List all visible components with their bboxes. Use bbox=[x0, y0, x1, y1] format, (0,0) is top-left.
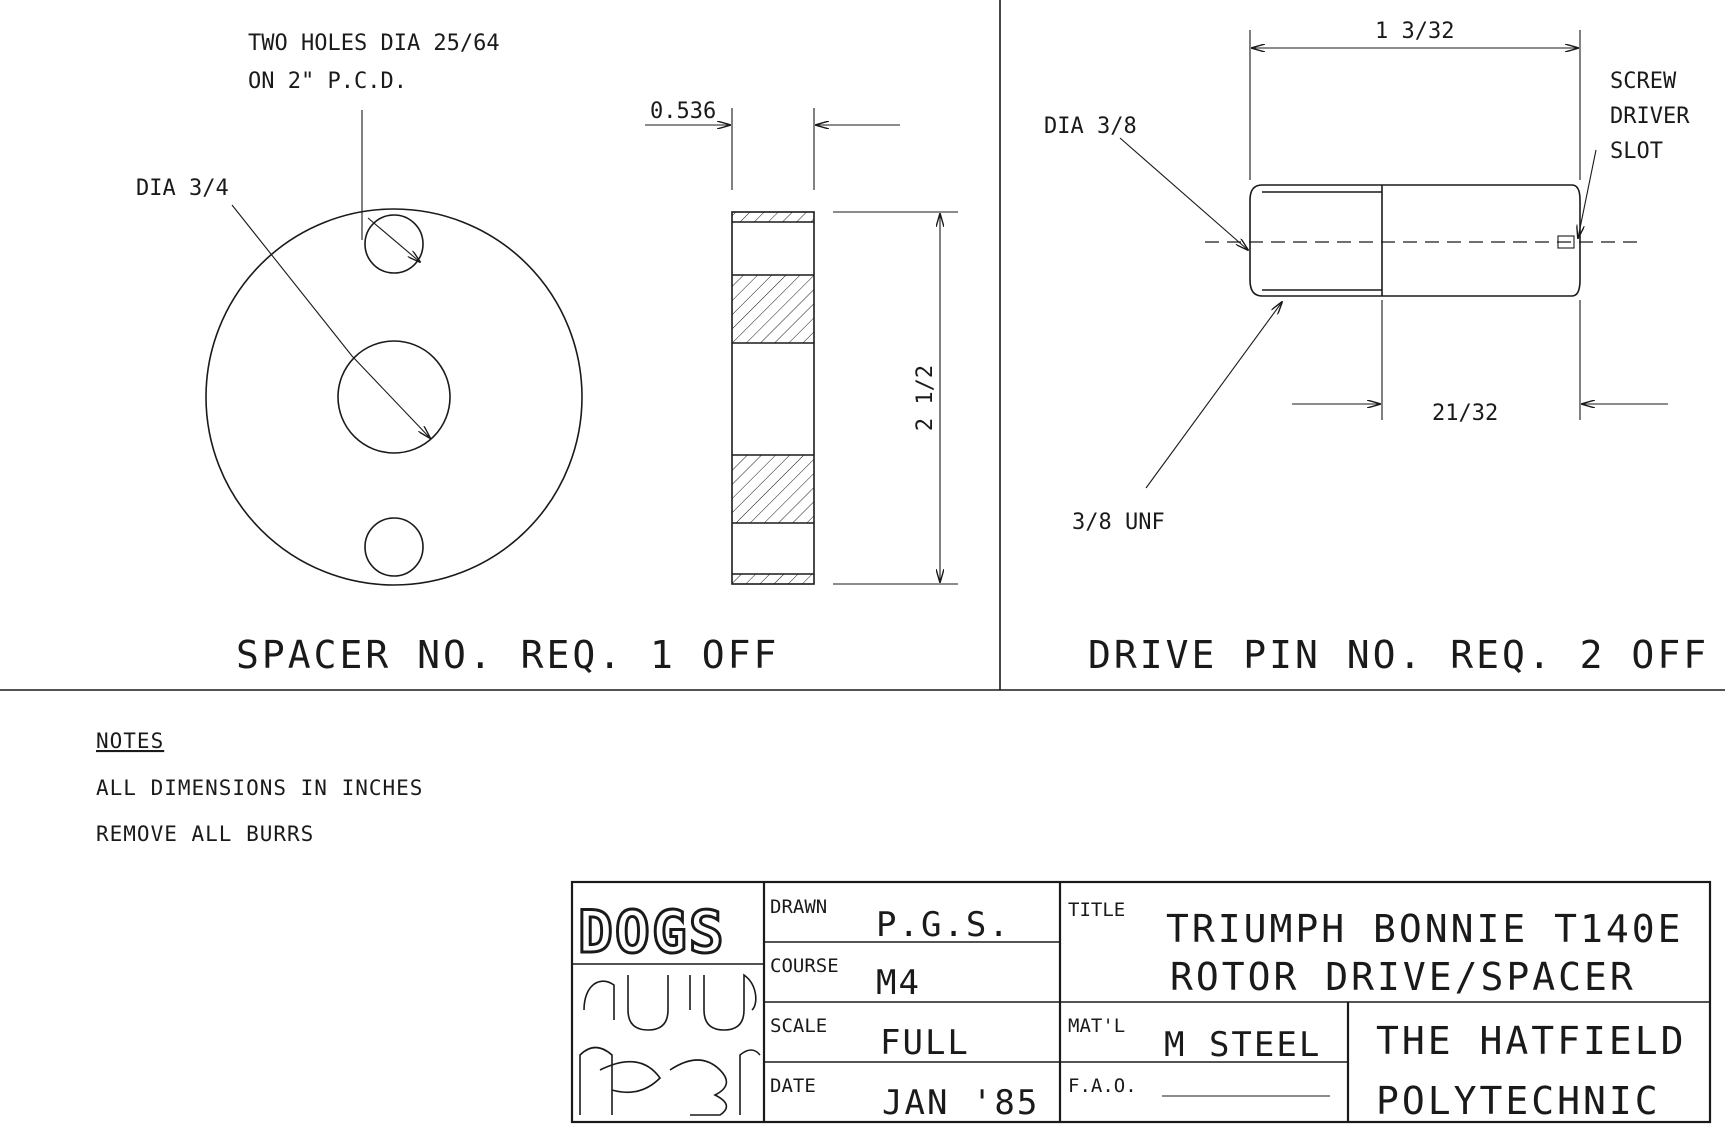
screwdriver-slot bbox=[1557, 235, 1575, 249]
institution-line1: THE HATFIELD bbox=[1376, 1019, 1687, 1063]
slot-label-line2: DRIVER bbox=[1610, 104, 1690, 129]
spacer-front-view: TWO HOLES DIA 25/64 ON 2" P.C.D. DIA 3/4 bbox=[136, 31, 583, 586]
holes-note-line2: ON 2" P.C.D. bbox=[248, 69, 407, 94]
spacer-hatch-bottom bbox=[732, 574, 814, 584]
course-label: COURSE bbox=[770, 955, 839, 977]
course-value: M4 bbox=[876, 963, 921, 1003]
spacer-hatch-top bbox=[732, 212, 814, 222]
plain-length-label: 21/32 bbox=[1432, 401, 1498, 426]
spacer-bore-circle bbox=[337, 340, 451, 454]
thread-leader bbox=[1145, 302, 1282, 489]
bore-dia-arrow bbox=[351, 355, 430, 438]
spacer-side-outline bbox=[731, 211, 815, 585]
scale-value: FULL bbox=[880, 1023, 970, 1063]
title-label: TITLE bbox=[1068, 899, 1125, 921]
spacer-caption: SPACER NO. REQ. 1 OFF bbox=[236, 633, 779, 677]
spacer-hole-top bbox=[364, 214, 424, 274]
drive-pin-view: 1 3/32 21/32 DIA 3/8 SCREW DRIVER SLOT 3… bbox=[1044, 19, 1690, 535]
notes-item-1: ALL DIMENSIONS IN INCHES bbox=[96, 776, 423, 800]
logo-emblem-top bbox=[583, 973, 757, 1031]
logo-text: DOGS bbox=[578, 898, 726, 966]
holes-note-line1: TWO HOLES DIA 25/64 bbox=[248, 31, 500, 56]
material-value: M STEEL bbox=[1164, 1025, 1321, 1065]
pin-dia-leader bbox=[1119, 137, 1248, 250]
height-dim-label: 2 1/2 bbox=[913, 365, 938, 431]
slot-label-line1: SCREW bbox=[1610, 69, 1677, 94]
pin-dia-label: DIA 3/8 bbox=[1044, 114, 1137, 139]
spacer-hatch-upper bbox=[732, 275, 814, 343]
institution-line2: POLYTECHNIC bbox=[1376, 1079, 1661, 1123]
spacer-hatch-lower bbox=[732, 455, 814, 523]
bore-dia-label: DIA 3/4 bbox=[136, 176, 229, 201]
logo-emblem-bottom bbox=[579, 1046, 761, 1116]
slot-leader bbox=[1578, 149, 1597, 238]
logo: DOGS bbox=[572, 897, 764, 1116]
fao-label: F.A.O. bbox=[1068, 1075, 1137, 1097]
scale-label: SCALE bbox=[770, 1015, 827, 1037]
drawn-label: DRAWN bbox=[770, 896, 827, 918]
notes-block: NOTES ALL DIMENSIONS IN INCHES REMOVE AL… bbox=[96, 729, 423, 846]
hole-dia-arrow bbox=[367, 217, 420, 262]
bore-note-leader bbox=[231, 204, 353, 357]
thread-label: 3/8 UNF bbox=[1072, 510, 1165, 535]
title-block: DOGS DRAWN P.G.S. COURSE M4 SCALE FULL D… bbox=[570, 880, 1712, 1124]
overall-length-label: 1 3/32 bbox=[1375, 19, 1454, 44]
date-label: DATE bbox=[770, 1075, 816, 1097]
spacer-hole-bottom bbox=[364, 517, 424, 577]
spacer-side-view: 0.536 2 1/2 bbox=[645, 99, 958, 585]
drive-pin-caption: DRIVE PIN NO. REQ. 2 OFF bbox=[1088, 633, 1709, 677]
title-line2: ROTOR DRIVE/SPACER bbox=[1170, 955, 1636, 999]
material-label: MAT'L bbox=[1068, 1015, 1125, 1037]
thickness-dim-label: 0.536 bbox=[650, 99, 716, 124]
title-line1: TRIUMPH BONNIE T140E bbox=[1166, 907, 1684, 951]
drive-pin-outline bbox=[1249, 184, 1581, 297]
spacer-outer-circle bbox=[205, 208, 583, 586]
slot-label-line3: SLOT bbox=[1610, 139, 1663, 164]
notes-heading: NOTES bbox=[96, 729, 164, 753]
sheet-frame bbox=[0, 0, 1725, 691]
notes-item-2: REMOVE ALL BURRS bbox=[96, 822, 314, 846]
date-value: JAN '85 bbox=[882, 1083, 1039, 1123]
drawn-value: P.G.S. bbox=[876, 905, 1011, 945]
